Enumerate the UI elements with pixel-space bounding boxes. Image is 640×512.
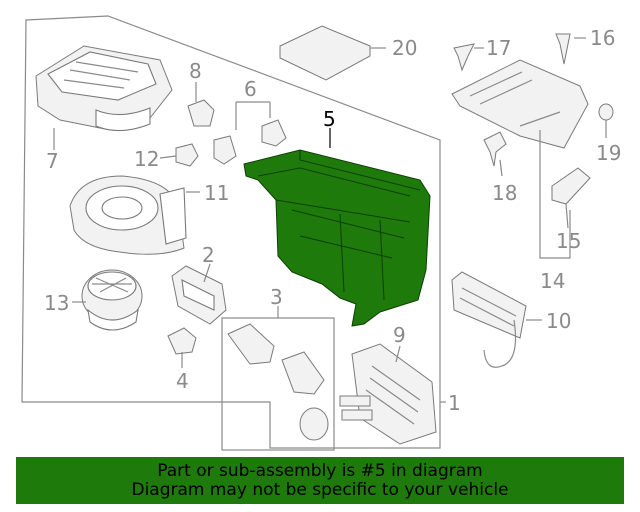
callout-19: 19	[596, 141, 621, 165]
callout-17: 17	[486, 36, 511, 60]
grommet-c-part	[299, 407, 329, 441]
hvac-case-highlighted-part	[243, 149, 431, 327]
air-inlet-housing-part	[35, 45, 173, 132]
grommet-a-part	[227, 323, 275, 365]
bracket-15-part	[551, 167, 591, 205]
blower-motor-part	[81, 269, 143, 331]
callout-labels: 1 2 3 4 5 6 7 8 9 10 11 12 13 14 15 16 1…	[44, 26, 621, 415]
assembly-outline	[21, 15, 441, 449]
callout-13: 13	[44, 291, 69, 315]
clip-16-part	[555, 33, 571, 65]
distribution-duct-part	[451, 59, 589, 149]
info-banner: Part or sub-assembly is #5 in diagram Di…	[16, 457, 624, 504]
callout-9: 9	[393, 323, 406, 347]
callout-20: 20	[392, 36, 417, 60]
callout-15: 15	[556, 229, 581, 253]
clip-19-part	[598, 103, 614, 121]
actuator-6a-part	[213, 135, 237, 165]
sensor-part	[167, 327, 197, 355]
clip-17-part	[453, 43, 475, 72]
callout-7: 7	[46, 149, 59, 173]
banner-line-disclaimer: Diagram may not be specific to your vehi…	[131, 479, 509, 500]
callout-18: 18	[492, 181, 517, 205]
callout-11: 11	[204, 181, 229, 205]
callout-1: 1	[448, 391, 461, 415]
heater-core-part	[339, 343, 437, 445]
callout-5: 5	[323, 107, 336, 131]
callout-8: 8	[189, 59, 202, 83]
cabin-filter-part	[279, 25, 371, 81]
callout-10: 10	[546, 309, 571, 333]
seal-frame-part	[171, 265, 227, 325]
callout-6: 6	[244, 77, 257, 101]
actuator-12-part	[175, 143, 199, 167]
leader-lines	[53, 37, 607, 403]
actuator-6b-part	[261, 119, 287, 147]
parts-diagram: 1 2 3 4 5 6 7 8 9 10 11 12 13 14 15 16 1…	[21, 15, 621, 451]
callout-3: 3	[270, 285, 283, 309]
grommet-b-part	[281, 351, 325, 395]
callout-14: 14	[540, 269, 565, 293]
actuator-8-part	[187, 99, 215, 127]
callout-12: 12	[134, 147, 159, 171]
callout-4: 4	[176, 369, 189, 393]
callout-2: 2	[202, 243, 215, 267]
banner-line-part-number: Part or sub-assembly is #5 in diagram	[157, 460, 483, 481]
evaporator-part	[451, 271, 527, 368]
clip-18-part	[483, 131, 507, 167]
callout-16: 16	[590, 26, 615, 50]
blower-housing-part	[69, 175, 187, 255]
